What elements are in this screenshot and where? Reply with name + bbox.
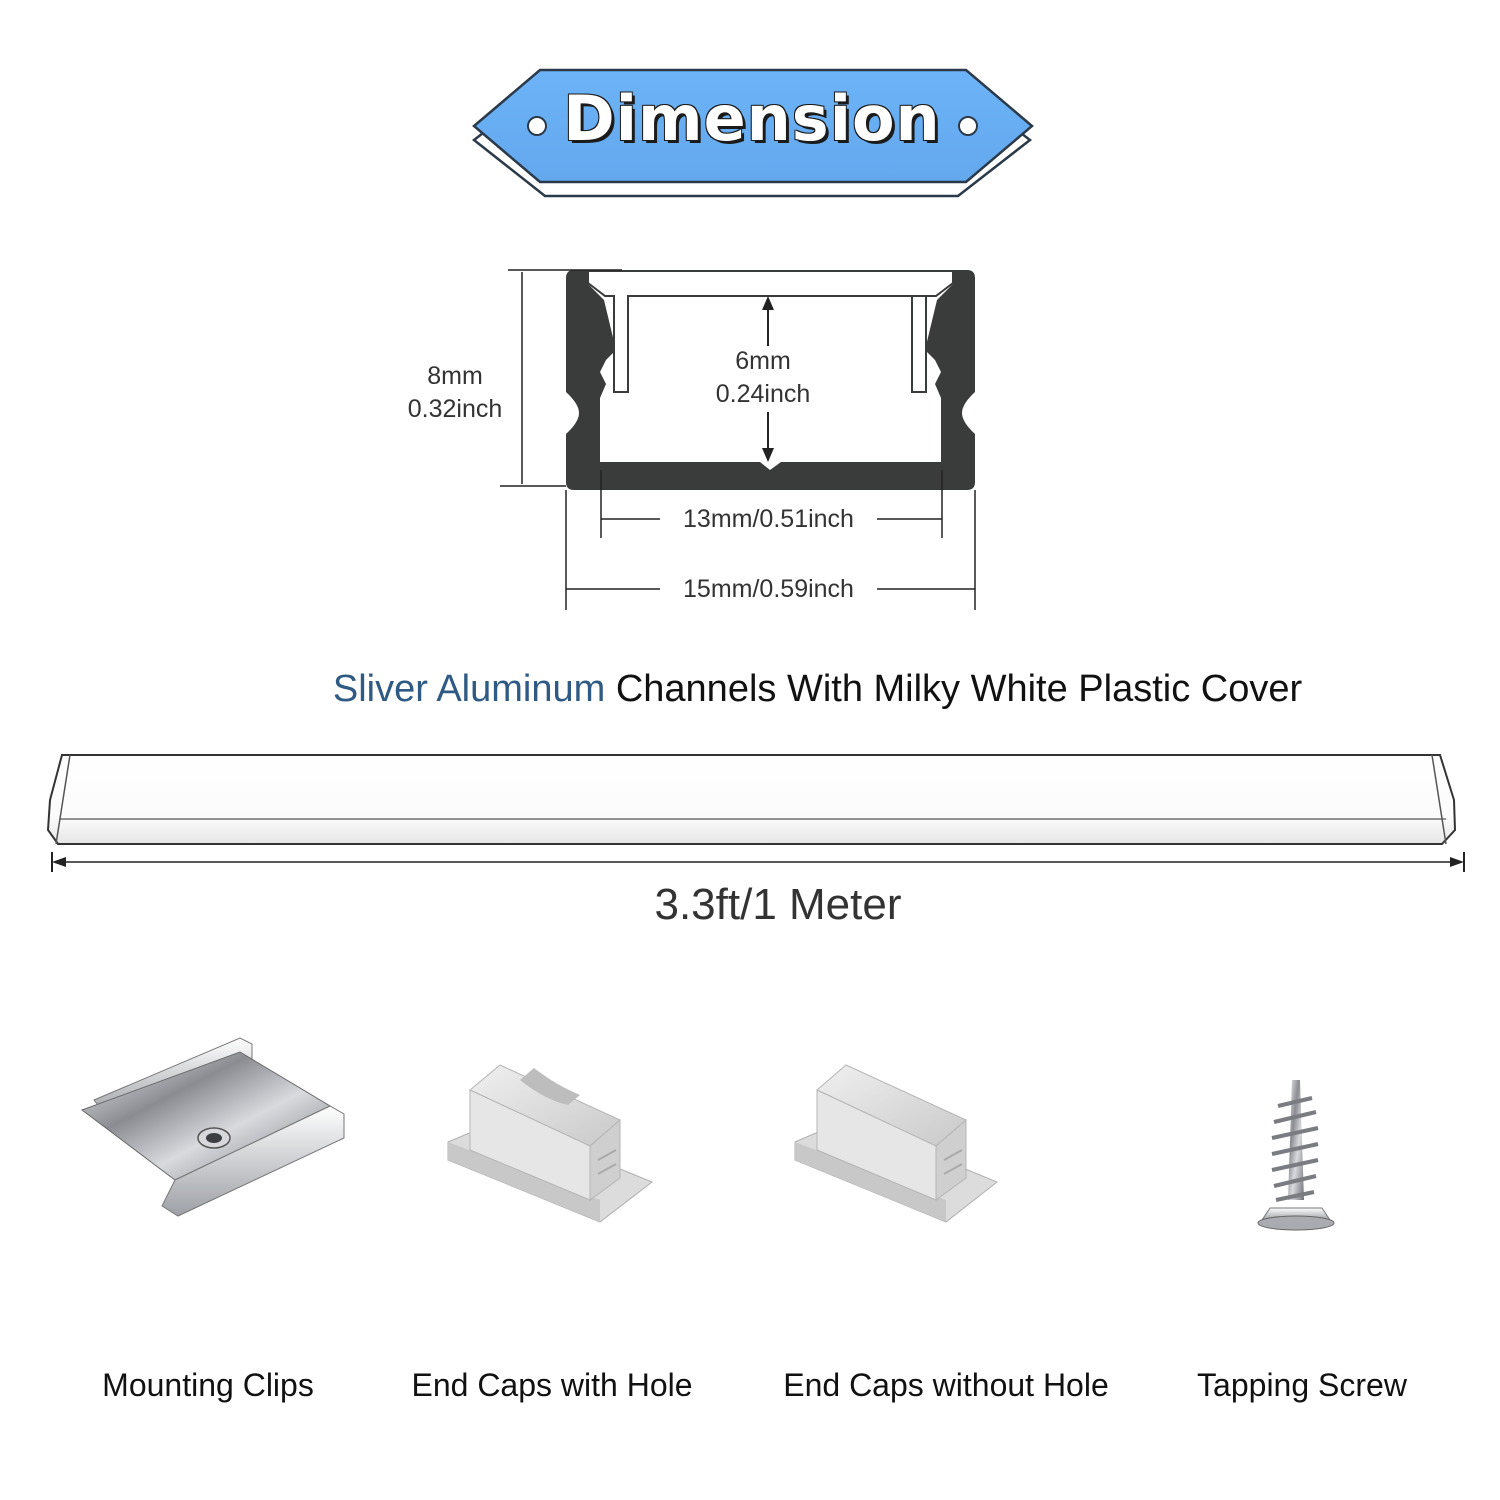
length-label: 3.3ft/1 Meter bbox=[654, 880, 902, 929]
banner-title: Dimension bbox=[563, 82, 941, 155]
inner-height-arrowhead-bottom bbox=[762, 448, 774, 462]
profile-center-notch bbox=[760, 462, 781, 470]
height-label-in: 0.32inch bbox=[407, 395, 503, 423]
channel-end-right bbox=[1431, 754, 1447, 845]
profile-cross-section bbox=[500, 269, 976, 610]
outer-width-label: 15mm/0.59inch bbox=[683, 575, 854, 603]
accessories-row bbox=[80, 1037, 1335, 1231]
accessory-label-tapping-screw: Tapping Screw bbox=[1197, 1367, 1407, 1403]
profile-body bbox=[566, 270, 975, 490]
tapping-screw-icon bbox=[1257, 1080, 1335, 1231]
height-label-mm: 8mm bbox=[427, 362, 483, 390]
inner-height-label-in: 0.24inch bbox=[715, 380, 811, 408]
banner-rivet-left bbox=[527, 116, 547, 136]
mounting-clip-icon bbox=[80, 1037, 345, 1217]
inner-height-arrowhead-top bbox=[762, 296, 774, 310]
channel-end-left bbox=[55, 754, 71, 845]
banner-rivet-right bbox=[958, 116, 978, 136]
length-arrow-right bbox=[1450, 857, 1464, 867]
profile-cover bbox=[587, 270, 954, 393]
accessory-label-end-caps-without-hole: End Caps without Hole bbox=[783, 1367, 1109, 1403]
height-label: 8mm 0.32inch bbox=[380, 360, 530, 426]
product-caption: Sliver Aluminum Channels With Milky Whit… bbox=[0, 668, 1500, 711]
caption-accent: Sliver Aluminum bbox=[332, 668, 606, 710]
accessory-label-mounting-clips: Mounting Clips bbox=[102, 1367, 314, 1403]
length-arrow-left bbox=[52, 857, 66, 867]
channel-length-diagram bbox=[46, 754, 1465, 872]
banner-front-plate bbox=[472, 68, 1034, 184]
caption-rest: Channels With Milky White Plastic Cover bbox=[605, 668, 1303, 710]
inner-height-label-mm: 6mm bbox=[735, 347, 791, 375]
end-cap-without-hole-icon bbox=[794, 1064, 998, 1223]
inner-height-label: 6mm 0.24inch bbox=[688, 345, 838, 411]
accessory-label-end-caps-with-hole: End Caps with Hole bbox=[411, 1367, 693, 1403]
dimension-banner bbox=[471, 68, 1034, 198]
end-cap-with-hole-icon bbox=[447, 1064, 653, 1223]
inner-width-label: 13mm/0.51inch bbox=[683, 505, 854, 533]
channel-bar bbox=[46, 754, 1457, 845]
